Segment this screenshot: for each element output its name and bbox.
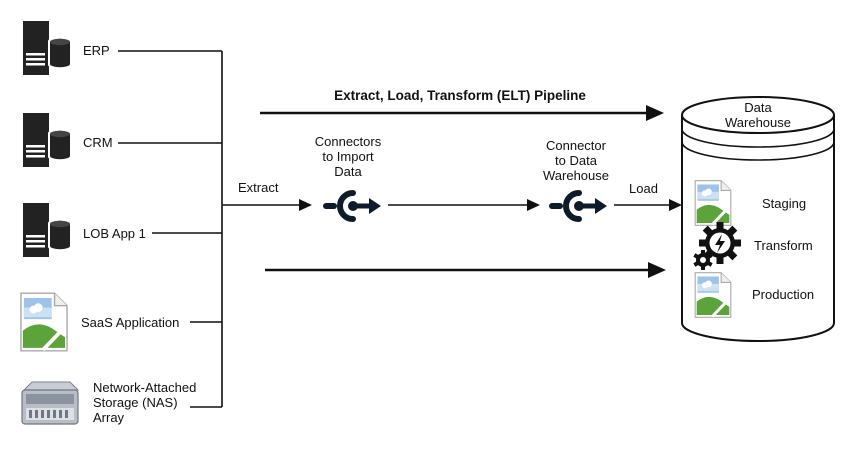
image-placeholder-icon: [694, 180, 732, 226]
server-database-icon: [23, 203, 72, 257]
nas-label-line: Network-Attached: [93, 380, 197, 395]
nas-label-line: Storage (NAS): [93, 395, 178, 410]
warehouse-title-line: Data: [744, 100, 772, 115]
stage-label-production: Production: [752, 287, 815, 302]
stage-label-staging: Staging: [762, 196, 807, 211]
connector-icon: [549, 193, 607, 219]
image-placeholder-icon: [20, 292, 68, 352]
image-placeholder-icon: [694, 272, 732, 318]
connector-warehouse-label: Connector to Data Warehouse: [528, 138, 624, 183]
pipeline-bottom-arrowhead: [648, 262, 666, 278]
pipeline-top-arrowhead: [646, 105, 664, 121]
warehouse-title: Data Warehouse: [708, 100, 808, 130]
load-arrowhead: [669, 199, 682, 211]
load-label: Load: [629, 181, 658, 196]
source-label-lob: LOB App 1: [83, 226, 146, 241]
warehouse-title-line: Warehouse: [725, 115, 791, 130]
pipeline-title: Extract, Load, Transform (ELT) Pipeline: [334, 88, 586, 103]
extract-arrowhead: [299, 199, 312, 211]
server-database-icon: [23, 21, 72, 75]
gear-lightning-icon: [693, 222, 741, 270]
stage-label-transform: Transform: [754, 238, 813, 253]
nas-label-line: Array: [93, 410, 125, 425]
connector-icon: [323, 193, 381, 219]
connector-arrowhead: [527, 199, 540, 211]
source-label-nas: Network-Attached Storage (NAS) Array: [93, 380, 196, 425]
source-label-saas: SaaS Application: [81, 315, 180, 330]
connector-warehouse-line: Warehouse: [543, 168, 609, 183]
connector-warehouse-line: Connector: [546, 138, 606, 153]
connector-import-line: Data: [334, 164, 362, 179]
nas-array-icon: [21, 381, 80, 425]
connector-import-line: Connectors: [314, 134, 382, 149]
connector-import-line: to Import: [322, 149, 374, 164]
extract-label: Extract: [238, 180, 279, 195]
connector-import-label: Connectors to Import Data: [300, 134, 396, 179]
server-database-icon: [23, 113, 72, 167]
connector-warehouse-line: to Data: [555, 153, 597, 168]
source-label-erp: ERP: [83, 43, 110, 58]
source-label-crm: CRM: [83, 135, 113, 150]
